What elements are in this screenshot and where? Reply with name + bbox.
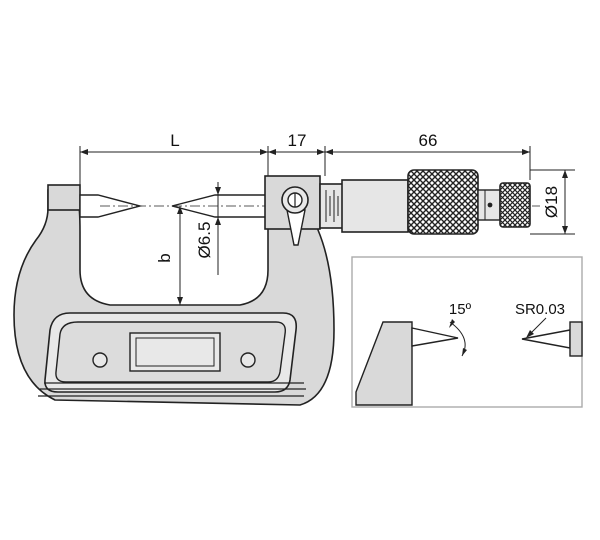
label-window <box>129 332 221 372</box>
screw-right <box>240 352 256 368</box>
dimension-lines <box>79 146 575 305</box>
label-diameter-18: Ø18 <box>542 186 561 218</box>
detail-anvil-body <box>355 321 413 406</box>
label-window-inner <box>135 337 215 367</box>
label-b: b <box>155 253 174 262</box>
label-L: L <box>170 131 179 150</box>
dimension-arrows <box>80 149 568 305</box>
thimble-bevel <box>341 179 409 233</box>
thimble-knurl <box>407 169 479 235</box>
screw-left <box>92 352 108 368</box>
label-17: 17 <box>288 131 307 150</box>
label-tip-radius: SR0.03 <box>515 301 565 318</box>
detail-spindle-body <box>569 321 583 357</box>
anvil <box>47 184 81 211</box>
detail-anvil-tip <box>411 327 459 347</box>
label-tip-angle: 15º <box>449 301 472 318</box>
ratchet-knurl <box>499 182 531 228</box>
label-66: 66 <box>419 131 438 150</box>
label-diameter-6-5: Ø6.5 <box>195 222 214 259</box>
